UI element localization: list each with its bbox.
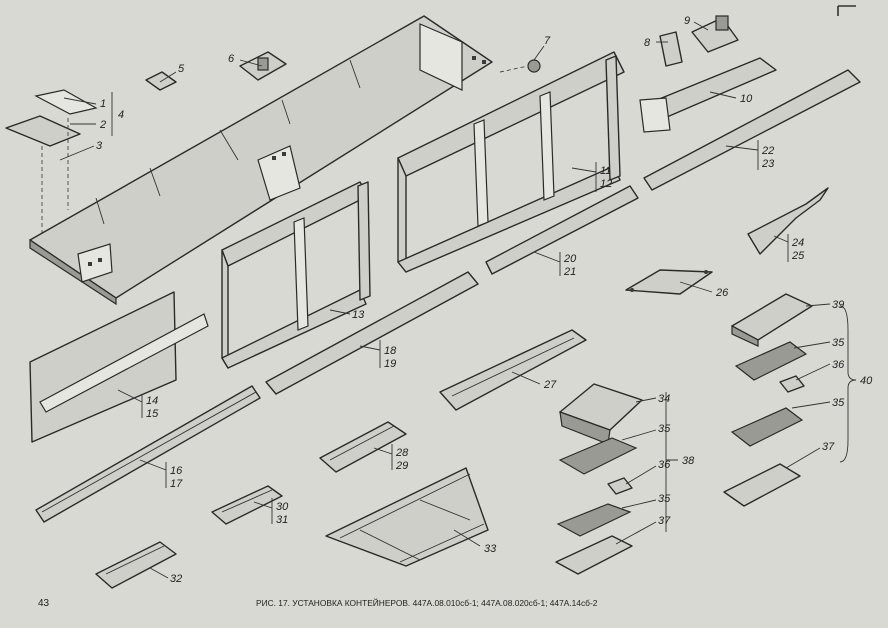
part-1-plate (34, 89, 98, 115)
part-32-bracket (95, 541, 177, 589)
part-26-plate (625, 269, 713, 295)
part-35-mat-b (556, 503, 632, 537)
part-6-hinge (239, 51, 287, 81)
part-35-mat-c (734, 341, 808, 381)
label-35-c: 35 (832, 337, 845, 349)
label-12: 12 (600, 178, 612, 190)
part-35-mat-d (730, 407, 804, 447)
label-36-b: 36 (832, 359, 845, 371)
label-38: 38 (682, 455, 695, 467)
label-1: 1 (100, 98, 106, 110)
label-34: 34 (658, 393, 670, 405)
label-9: 9 (684, 15, 690, 27)
label-15: 15 (146, 408, 159, 420)
part-24-25-bracket (747, 187, 829, 255)
part-18-19-rail (265, 271, 479, 395)
part-36-clip-a (607, 477, 633, 495)
part-13-frame (221, 181, 371, 369)
part-34-container-lid (559, 383, 643, 445)
part-3-container-body (29, 15, 493, 306)
corner-mark (837, 5, 856, 16)
part-37-base-b (723, 463, 801, 507)
label-31: 31 (276, 514, 288, 526)
label-37-a: 37 (658, 515, 671, 527)
label-11: 11 (600, 165, 611, 177)
label-26: 26 (715, 287, 729, 299)
label-8: 8 (644, 37, 651, 49)
label-10: 10 (740, 93, 753, 105)
part-16-17-rail (35, 385, 261, 523)
label-17: 17 (170, 478, 183, 490)
label-25: 25 (791, 250, 805, 262)
label-37-b: 37 (822, 441, 835, 453)
part-22-23-rail (643, 69, 861, 191)
label-35-d: 35 (832, 397, 845, 409)
label-14: 14 (146, 395, 158, 407)
label-28: 28 (395, 447, 409, 459)
label-3: 3 (96, 140, 103, 152)
part-33-frame (325, 467, 489, 567)
label-7: 7 (544, 35, 551, 47)
label-22: 22 (761, 145, 774, 157)
part-8-plate (659, 31, 683, 67)
page-number: 43 (38, 598, 50, 609)
part-37-base-a (555, 535, 633, 575)
label-5: 5 (178, 63, 185, 75)
figure-caption: РИС. 17. УСТАНОВКА КОНТЕЙНЕРОВ. 447А.08.… (256, 597, 598, 608)
label-16: 16 (170, 465, 183, 477)
label-35-b: 35 (658, 493, 671, 505)
label-21: 21 (563, 266, 576, 278)
part-7-bolt (499, 59, 541, 73)
label-18: 18 (384, 345, 397, 357)
label-2: 2 (99, 119, 106, 131)
part-2-plate (5, 115, 81, 147)
label-24: 24 (791, 237, 804, 249)
label-20: 20 (563, 253, 577, 265)
label-29: 29 (395, 460, 408, 472)
label-40: 40 (860, 375, 873, 387)
part-27-tray (439, 329, 587, 411)
part-39-container-lid (731, 293, 813, 347)
label-35-a: 35 (658, 423, 671, 435)
label-19: 19 (384, 358, 396, 370)
label-13: 13 (352, 309, 365, 321)
label-33: 33 (484, 543, 497, 555)
part-36-clip-b (779, 375, 805, 393)
label-4: 4 (118, 109, 124, 121)
part-20-21-rail (485, 185, 639, 275)
part-10-tube (639, 57, 777, 133)
part-35-mat-a (558, 437, 638, 475)
label-27: 27 (543, 379, 557, 391)
label-39: 39 (832, 299, 844, 311)
label-32: 32 (170, 573, 182, 585)
part-14-15-side-panel (29, 291, 209, 443)
callout-labels: 1 2 3 4 5 6 7 8 9 10 11 12 13 14 15 16 1… (96, 15, 873, 585)
part-28-29-bracket (319, 421, 407, 473)
leader-lines (59, 21, 857, 579)
label-6: 6 (228, 53, 235, 65)
part-9-bracket (691, 15, 739, 53)
part-30-31-bracket (211, 485, 283, 525)
label-23: 23 (761, 158, 775, 170)
label-36-a: 36 (658, 459, 671, 471)
part-11-12-frame (397, 51, 625, 273)
label-30: 30 (276, 501, 289, 513)
